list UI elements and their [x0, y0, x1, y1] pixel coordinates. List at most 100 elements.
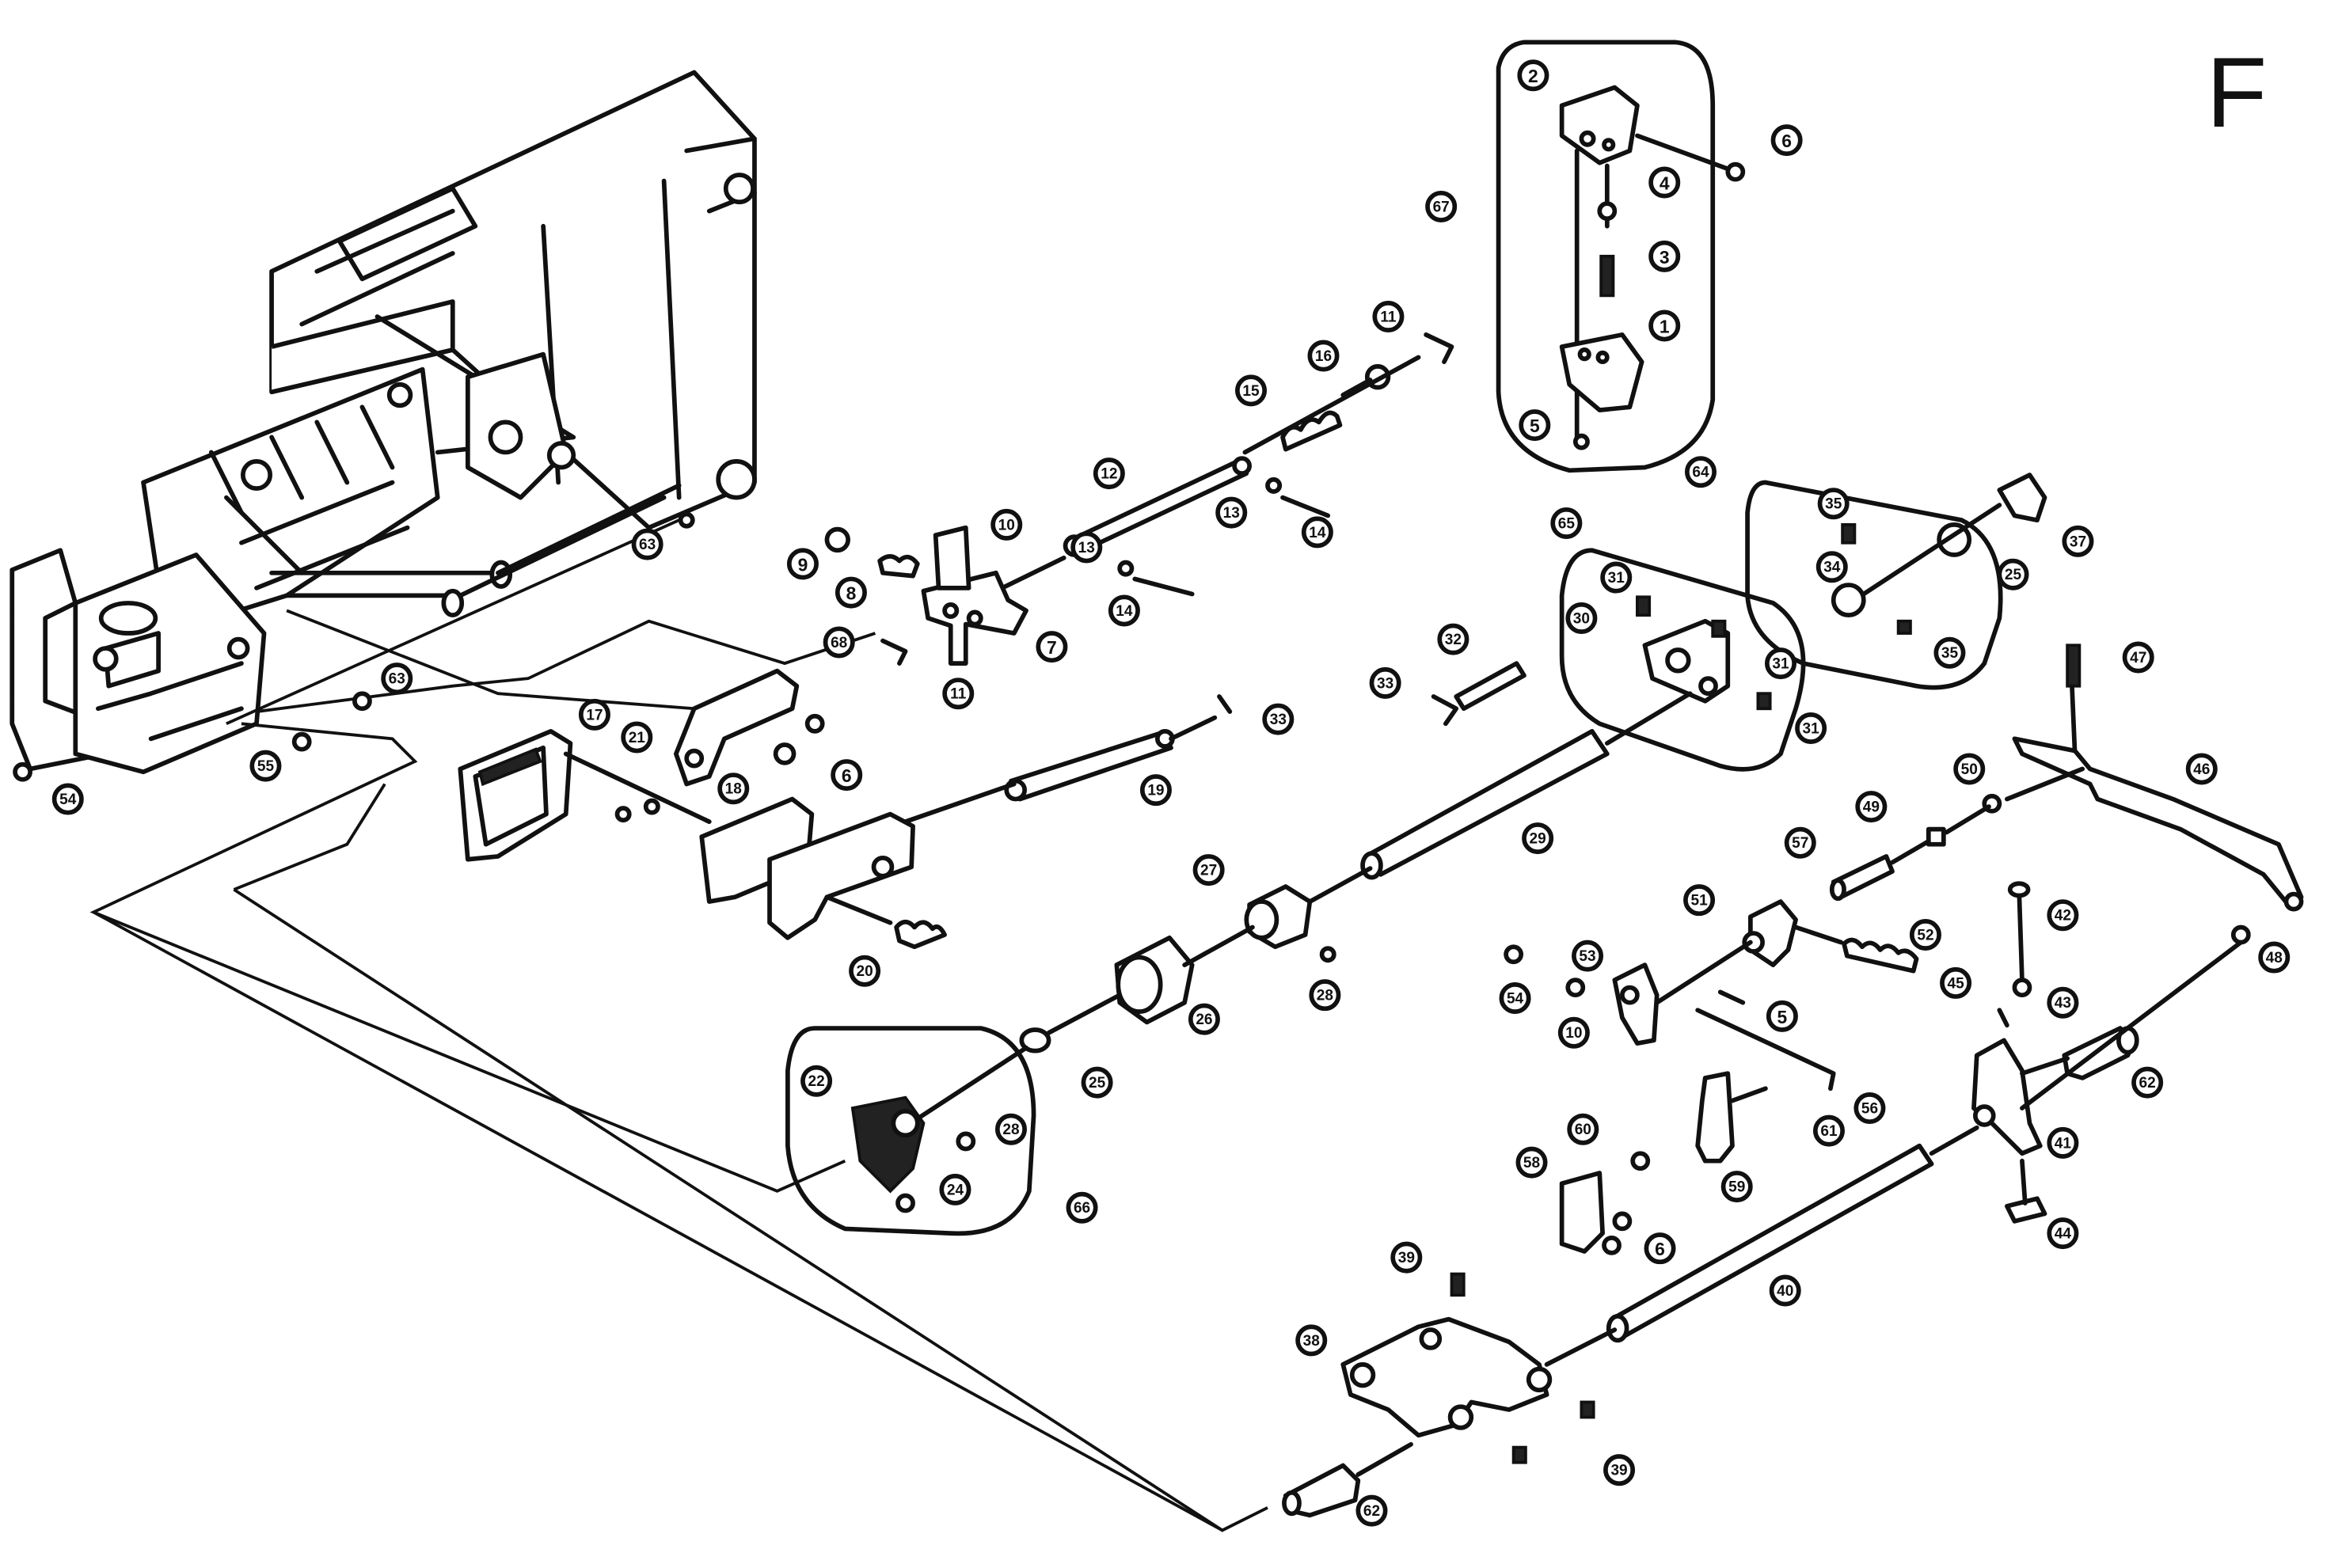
callout-number: 51 [1690, 893, 1708, 909]
callout-62: 62 [1355, 1494, 1388, 1527]
callout-circle [1769, 1274, 1801, 1307]
callout-circle [1372, 301, 1405, 333]
callout-33: 33 [1369, 666, 1401, 699]
callout-number: 37 [2070, 533, 2086, 550]
callout-circle [1603, 1454, 1636, 1486]
callout-13: 13 [1070, 531, 1103, 564]
lever-assembly-17-20 [458, 694, 1233, 950]
callout-45: 45 [1940, 966, 1972, 999]
callout-32: 32 [1437, 623, 1469, 655]
callout-55: 55 [249, 750, 282, 782]
callout-19: 19 [1139, 774, 1172, 807]
callout-circle [1770, 124, 1803, 157]
callout-6: 6 [1644, 1232, 1676, 1265]
callout-49: 49 [1855, 791, 1888, 823]
callout-number: 59 [1728, 1179, 1745, 1196]
callout-circle [1093, 457, 1125, 490]
callout-number: 41 [2055, 1135, 2072, 1152]
callout-circle [1522, 822, 1554, 855]
callout-number: 5 [1530, 416, 1540, 436]
callout-26: 26 [1188, 1003, 1220, 1035]
callout-number: 24 [947, 1182, 964, 1198]
callout-circle [2047, 1126, 2079, 1159]
callout-circle [1683, 884, 1716, 917]
callout-circle [1108, 594, 1140, 627]
callout-25: 25 [1081, 1066, 1113, 1099]
callout-circle [1517, 59, 1549, 92]
callout-circle [1815, 551, 1848, 583]
callout-circle [621, 721, 653, 754]
callout-circle [1795, 712, 1827, 745]
callout-circle [1235, 374, 1268, 407]
callout-circle [1437, 623, 1469, 655]
callout-circle [1557, 1016, 1590, 1049]
callout-24: 24 [939, 1173, 971, 1205]
callout-number: 9 [798, 554, 808, 575]
callout-number: 5 [1777, 1007, 1788, 1027]
callout-number: 35 [1825, 496, 1842, 513]
callout-number: 17 [586, 707, 603, 723]
callout-11: 11 [942, 678, 975, 710]
callout-circle [1784, 826, 1816, 859]
callout-circle [2047, 1217, 2079, 1250]
callout-number: 13 [1223, 505, 1240, 522]
callout-30: 30 [1565, 602, 1598, 634]
callout-62: 62 [2131, 1066, 2164, 1099]
callout-53: 53 [1572, 940, 1604, 972]
callout-circle [1036, 631, 1068, 663]
callout-34: 34 [1815, 551, 1848, 583]
callout-number: 54 [59, 792, 77, 808]
callout-circle [2131, 1066, 2164, 1099]
callout-circle [381, 663, 413, 695]
machine-frame [10, 70, 757, 775]
callout-35: 35 [1933, 636, 1966, 669]
callout-number: 13 [1078, 540, 1095, 556]
callout-circle [1081, 1066, 1113, 1099]
callout-circle [1997, 558, 2029, 590]
callout-circle [1812, 1114, 1845, 1147]
callout-circle [631, 528, 663, 560]
callout-21: 21 [621, 721, 653, 754]
callout-number: 29 [1530, 831, 1546, 848]
callout-number: 56 [1861, 1100, 1878, 1117]
callout-3: 3 [1648, 240, 1681, 272]
callout-circle [994, 1113, 1027, 1145]
callout-number: 25 [1089, 1075, 1106, 1092]
callout-number: 34 [1823, 560, 1841, 576]
callout-number: 52 [1917, 927, 1933, 943]
callout-circle [1307, 340, 1340, 372]
callout-circle [1215, 496, 1248, 529]
callout-number: 45 [1947, 975, 1964, 992]
callout-circle [1139, 774, 1172, 807]
callout-48: 48 [2258, 941, 2291, 974]
callout-number: 18 [725, 781, 742, 798]
callout-circle [1309, 979, 1341, 1012]
callout-number: 62 [1363, 1503, 1380, 1520]
callout-2: 2 [1517, 59, 1549, 92]
callout-18: 18 [717, 773, 750, 805]
callout-5: 5 [1519, 409, 1551, 442]
callout-10: 10 [1557, 1016, 1590, 1049]
group-64-assembly [1745, 473, 2047, 690]
callout-number: 32 [1445, 632, 1462, 648]
callout-number: 67 [1433, 199, 1450, 215]
callout-circle [1295, 1324, 1328, 1357]
callout-circle [51, 783, 84, 815]
callout-number: 26 [1196, 1012, 1212, 1028]
callout-7: 7 [1036, 631, 1068, 663]
callout-circle [1188, 1003, 1220, 1035]
callout-54: 54 [1499, 981, 1531, 1014]
callout-number: 2 [1528, 66, 1538, 86]
callout-number: 12 [1101, 466, 1117, 483]
callout-circle [831, 759, 863, 792]
callout-number: 14 [1116, 603, 1133, 620]
callout-number: 63 [389, 671, 405, 688]
callout-number: 4 [1660, 173, 1670, 193]
callout-circle [2047, 986, 2079, 1019]
callout-61: 61 [1812, 1114, 1845, 1147]
callout-number: 31 [1608, 570, 1625, 587]
callout-6: 6 [831, 759, 863, 792]
callout-circle [1070, 531, 1103, 564]
callout-number: 1 [1660, 316, 1670, 336]
callout-circle [1567, 1113, 1599, 1145]
